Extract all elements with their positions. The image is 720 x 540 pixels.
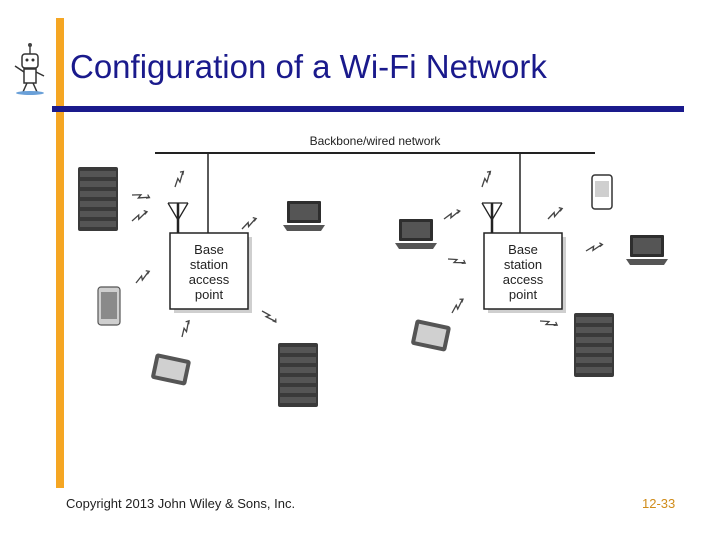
wireless-signal-icon xyxy=(238,215,259,230)
access-point-label: access xyxy=(503,272,544,287)
smartphone-icon xyxy=(591,174,613,210)
server-icon xyxy=(574,313,614,377)
backbone-label: Backbone/wired network xyxy=(310,134,442,148)
wifi-network-diagram: Backbone/wired network Base station acce… xyxy=(78,134,668,407)
page-number: 12-33 xyxy=(642,496,676,511)
laptop-icon xyxy=(283,201,325,231)
laptop-icon xyxy=(395,219,437,249)
access-point-label: Base xyxy=(194,242,224,257)
server-icon xyxy=(278,343,318,407)
left-accent-bar xyxy=(56,18,64,488)
wireless-signal-icon xyxy=(442,208,462,220)
title-underline-bar xyxy=(52,106,684,112)
wireless-signal-icon xyxy=(175,318,194,338)
access-point-left: Base station access point xyxy=(169,232,252,313)
tablet-icon xyxy=(151,353,191,386)
smartphone-icon xyxy=(97,286,121,326)
access-point-label: station xyxy=(504,257,542,272)
wireless-signal-icon xyxy=(132,268,153,284)
wireless-signal-icon xyxy=(131,188,152,203)
laptop-icon xyxy=(626,235,668,265)
antenna-icon xyxy=(481,202,503,233)
antenna-icon xyxy=(167,202,189,233)
access-point-label: station xyxy=(190,257,228,272)
access-point-right: Base station access point xyxy=(483,232,566,313)
mascot-logo xyxy=(14,43,45,95)
wireless-signal-icon xyxy=(261,306,279,326)
wireless-signal-icon xyxy=(584,241,604,252)
tablet-icon xyxy=(411,319,451,352)
server-icon xyxy=(78,167,118,231)
wireless-signal-icon xyxy=(169,169,188,188)
wireless-signal-icon xyxy=(129,209,150,222)
slide-title: Configuration of a Wi-Fi Network xyxy=(70,48,547,85)
copyright-text: Copyright 2013 John Wiley & Sons, Inc. xyxy=(66,496,296,511)
wireless-signal-icon xyxy=(447,296,467,314)
wireless-signal-icon xyxy=(447,252,467,269)
wireless-signal-icon xyxy=(539,314,559,331)
access-point-label: access xyxy=(189,272,230,287)
access-point-label: point xyxy=(509,287,538,302)
access-point-label: Base xyxy=(508,242,538,257)
wireless-signal-icon xyxy=(476,169,495,188)
access-point-label: point xyxy=(195,287,224,302)
wireless-signal-icon xyxy=(544,205,565,220)
